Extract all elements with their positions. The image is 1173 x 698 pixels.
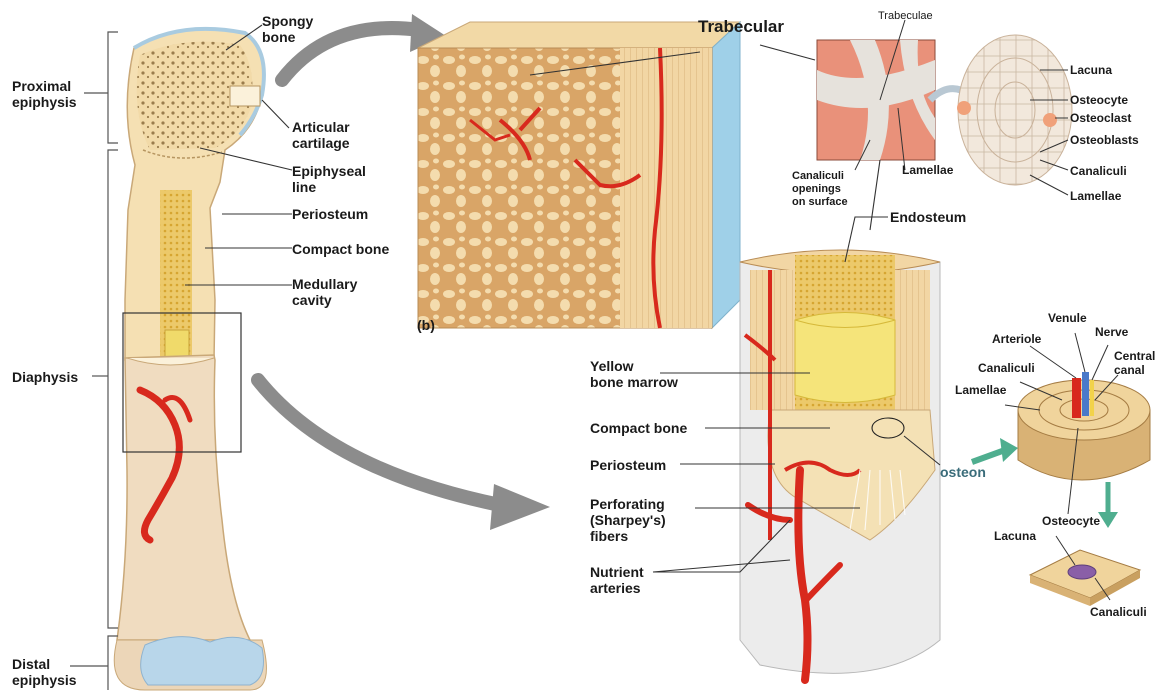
osteon-cross-section-top [957, 35, 1072, 185]
label-nerve: Nerve [1095, 325, 1128, 339]
label-lamellae-top: Lamellae [1070, 189, 1121, 203]
diaphysis-cutaway [740, 250, 940, 680]
label-trabeculae: Trabeculae [878, 10, 933, 23]
label-panel-b: (b) [417, 317, 435, 333]
label-trabecular: Trabecular [698, 17, 784, 36]
trabeculae-zoom-line [760, 45, 815, 60]
label-endosteum: Endosteum [890, 209, 966, 225]
label-osteoclast: Osteoclast [1070, 111, 1131, 125]
label-articular-cartilage: Articular cartilage [292, 119, 350, 151]
label-venule: Venule [1048, 311, 1087, 325]
label-lamellae-mid: Lamellae [902, 163, 953, 177]
label-perforating-fibers: Perforating (Sharpey's) fibers [590, 496, 666, 544]
long-bone [114, 29, 266, 690]
label-canaliculi-top: Canaliculi [1070, 164, 1127, 178]
label-lacuna-top: Lacuna [1070, 63, 1112, 77]
label-central-canal: Central canal [1114, 349, 1155, 377]
left-brackets [70, 32, 118, 690]
label-osteocyte-bottom: Osteocyte [1042, 514, 1100, 528]
label-yellow-bone-marrow: Yellow bone marrow [590, 358, 678, 390]
label-arteriole: Arteriole [992, 332, 1041, 346]
label-nutrient-arteries: Nutrient arteries [590, 564, 644, 596]
label-canaliculi-osteon: Canaliculi [978, 361, 1035, 375]
label-compact-bone-right: Compact bone [590, 420, 687, 436]
osteon-cylinder [1018, 372, 1150, 480]
label-canaliculi-bottom: Canaliculi [1090, 605, 1147, 619]
label-osteocyte-top: Osteocyte [1070, 93, 1128, 107]
label-medullary-cavity: Medullary cavity [292, 276, 357, 308]
label-lacuna-bottom: Lacuna [994, 529, 1036, 543]
label-distal-epiphysis: Distal epiphysis [12, 656, 77, 688]
trabecula-closeup [817, 40, 980, 160]
lacuna-tile [1030, 550, 1140, 606]
label-periosteum-left: Periosteum [292, 206, 368, 222]
label-compact-bone-left: Compact bone [292, 241, 389, 257]
label-lamellae-osteon: Lamellae [955, 383, 1006, 397]
label-diaphysis: Diaphysis [12, 369, 78, 385]
label-canaliculi-openings: Canaliculi openings on surface [792, 170, 848, 209]
label-osteon: osteon [940, 464, 986, 480]
label-periosteum-right: Periosteum [590, 457, 666, 473]
label-epiphyseal-line: Epiphyseal line [292, 163, 366, 195]
label-spongy-bone: Spongy bone [262, 13, 313, 45]
label-osteoblasts: Osteoblasts [1070, 133, 1139, 147]
label-proximal-epiphysis: Proximal epiphysis [12, 78, 77, 110]
